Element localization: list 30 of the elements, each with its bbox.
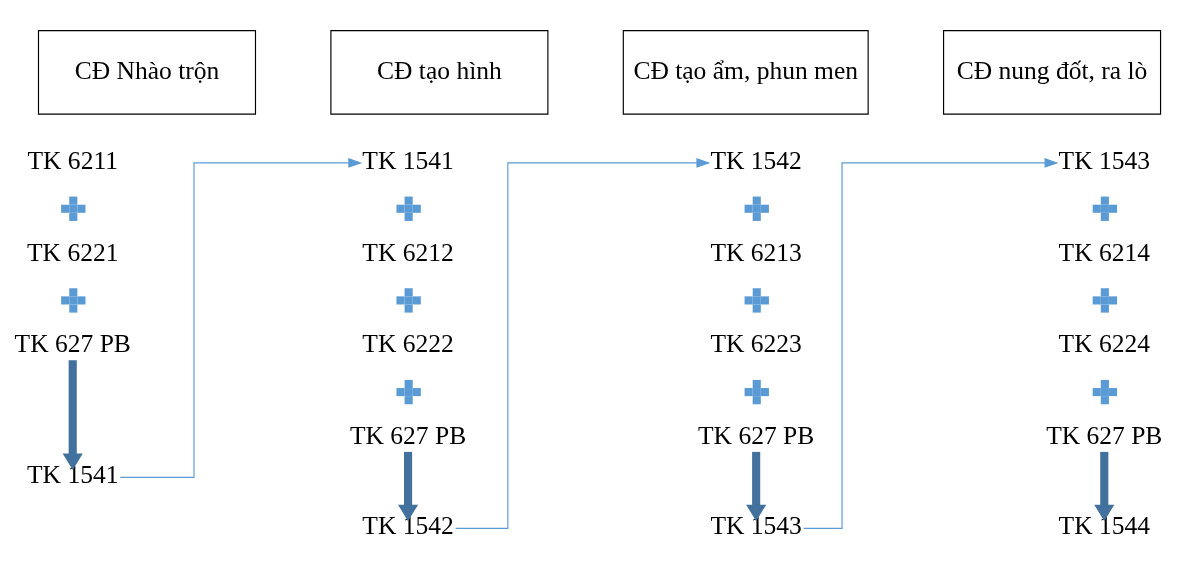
node-text: TK 627 PB [349, 420, 467, 450]
node-box: CĐ nung đốt, ra lò [943, 29, 1162, 115]
node-text: TK 1544 [1058, 510, 1150, 540]
node-text: TK 627 PB [14, 328, 131, 358]
node-text: TK 1542 [710, 145, 802, 175]
node-text: TK 1543 [1058, 145, 1150, 175]
node-text: TK 6212 [362, 237, 454, 267]
node-text: TK 6221 [27, 237, 119, 267]
arrow [746, 451, 767, 521]
node-text: TK 1541 [362, 145, 454, 175]
node-text: TK 6223 [710, 328, 802, 358]
node-text: TK 6211 [27, 145, 118, 175]
arrow [803, 157, 1059, 529]
node-text: TK 627 PB [698, 420, 815, 450]
node-text: TK 6213 [710, 237, 802, 267]
node-text: TK 1543 [710, 510, 802, 540]
node-text: TK 6224 [1058, 328, 1150, 358]
arrow [455, 157, 711, 529]
arrow [397, 451, 419, 521]
node-box: CĐ tạo ẩm, phun men [622, 29, 869, 115]
node-box: CĐ Nhào trộn [37, 29, 257, 115]
node-box: CĐ tạo hình [330, 29, 549, 115]
node-text: TK 6222 [362, 328, 454, 358]
arrow [62, 359, 83, 470]
arrow [119, 157, 363, 478]
node-text: TK 1542 [362, 510, 454, 540]
node-text: TK 627 PB [1046, 420, 1163, 450]
arrow [1094, 451, 1115, 521]
node-text: TK 6214 [1058, 237, 1150, 267]
node-text: TK 1541 [27, 459, 119, 489]
